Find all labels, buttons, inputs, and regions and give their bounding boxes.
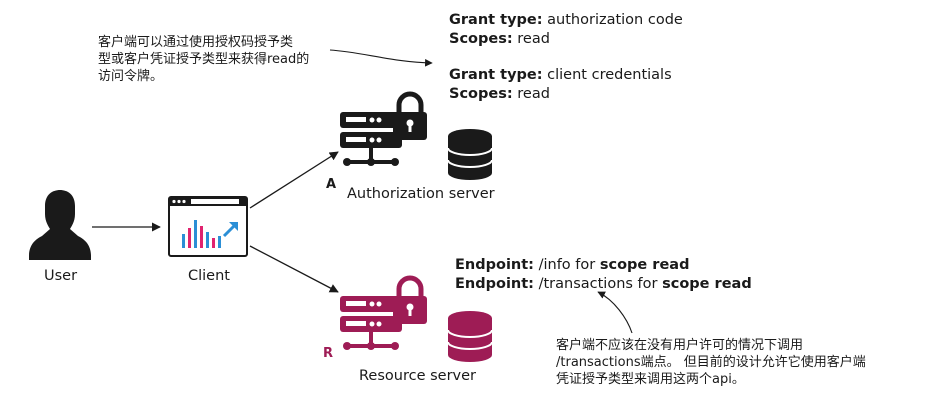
endpoint-transactions: Endpoint: /transactions for scope read bbox=[455, 275, 752, 294]
endpoint-block: Endpoint: /info for scope read Endpoint:… bbox=[455, 256, 752, 294]
endpoint-info: Endpoint: /info for scope read bbox=[455, 256, 752, 275]
scopes-label: Scopes: bbox=[449, 31, 513, 47]
grant-block-client-credentials: Grant type: client credentials Scopes: r… bbox=[449, 66, 672, 104]
grant-type-value: authorization code bbox=[542, 12, 683, 28]
database-icon bbox=[447, 129, 493, 180]
user-label: User bbox=[44, 268, 78, 284]
grant-type-label: Grant type: bbox=[449, 67, 543, 83]
grant-block-authorization-code: Grant type: authorization code Scopes: r… bbox=[449, 11, 683, 49]
database-icon bbox=[447, 311, 493, 362]
note-bottom: 客户端不应该在没有用户许可的情况下调用 /transactions端点。 但目前… bbox=[556, 337, 866, 388]
grant-type-value: client credentials bbox=[542, 67, 672, 83]
callout-arrow-bottom bbox=[597, 291, 633, 334]
arrow-client-to-resource bbox=[249, 245, 339, 293]
scopes-label: Scopes: bbox=[449, 86, 513, 102]
scopes-value: read bbox=[512, 86, 550, 102]
note-top-line: 型或客户凭证授予类型来获得read的 bbox=[98, 52, 310, 67]
note-bottom-line: 客户端不应该在没有用户许可的情况下调用 bbox=[556, 338, 804, 353]
browser-chart-icon bbox=[168, 196, 248, 257]
client-label: Client bbox=[188, 268, 230, 284]
endpoint-label: Endpoint: bbox=[455, 276, 534, 292]
resource-server-label: Resource server bbox=[359, 368, 477, 384]
server-lock-icon bbox=[340, 91, 427, 166]
note-bottom-line: /transactions端点。 但目前的设计允许它使用客户端 bbox=[556, 355, 866, 370]
endpoint-path: /transactions for bbox=[533, 276, 663, 292]
resource-server-letter: R bbox=[323, 346, 334, 361]
scopes-value: read bbox=[512, 31, 550, 47]
endpoint-scope: scope read bbox=[662, 276, 752, 292]
note-top-line: 客户端可以通过使用授权码授予类 bbox=[98, 35, 294, 50]
endpoint-label: Endpoint: bbox=[455, 257, 534, 273]
grant-type-label: Grant type: bbox=[449, 12, 543, 28]
endpoint-path: /info for bbox=[533, 257, 600, 273]
endpoint-scope: scope read bbox=[599, 257, 690, 273]
note-bottom-line: 凭证授予类型来调用这两个api。 bbox=[556, 372, 745, 387]
auth-server-label: Authorization server bbox=[347, 186, 495, 202]
callout-arrow-top bbox=[329, 49, 433, 67]
note-top-line: 访问令牌。 bbox=[98, 69, 164, 84]
arrow-client-to-auth bbox=[249, 151, 339, 209]
note-top: 客户端可以通过使用授权码授予类 型或客户凭证授予类型来获得read的 访问令牌。 bbox=[98, 34, 309, 85]
auth-server-letter: A bbox=[326, 177, 337, 192]
user-silhouette-icon bbox=[29, 190, 91, 260]
server-lock-icon bbox=[340, 275, 427, 350]
